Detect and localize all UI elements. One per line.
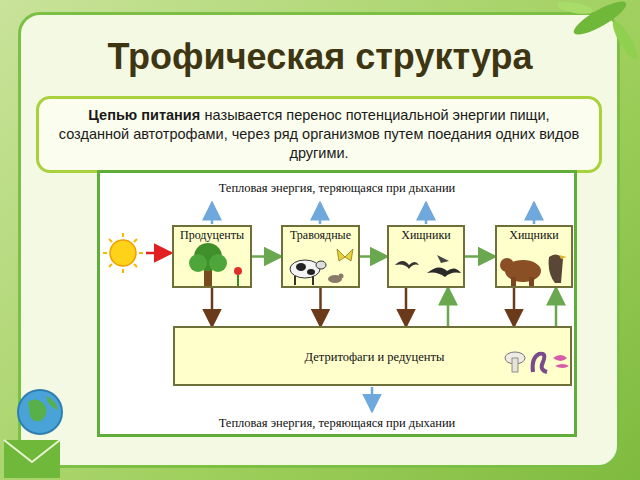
heat-loss-label: Тепловая энергия, теряющаяся при дыхании — [100, 181, 574, 196]
trophic-level-box: Травоядные — [281, 225, 360, 288]
sun — [103, 233, 143, 273]
trophic-level-box: Продуценты — [172, 225, 252, 288]
definition-box: Цепью питанияназывается перенос потенциа… — [36, 96, 602, 173]
level-label: Детритофаги и редуценты — [175, 349, 572, 364]
heat-loss-label: Тепловая энергия, теряющаяся при дыхании — [100, 416, 574, 431]
food-chain-arrow — [447, 288, 450, 326]
decomposer-box: Детритофаги и редуценты — [173, 326, 572, 386]
energy-input-arrow — [146, 252, 171, 255]
food-chain-arrow — [465, 255, 495, 258]
definition-text: Цепью питанияназывается перенос потенциа… — [53, 106, 585, 163]
globe-icon — [4, 390, 62, 478]
slide-title: Трофическая структура — [0, 36, 640, 78]
food-chain-arrow — [513, 288, 516, 326]
leaves — [556, 0, 640, 62]
term: Цепью питания — [88, 107, 200, 123]
trophic-level-box: Хищники — [495, 225, 573, 288]
food-chain-arrow — [252, 255, 281, 258]
level-label: Хищники — [389, 227, 463, 242]
level-label: Продуценты — [174, 227, 250, 242]
food-chain-arrow — [360, 255, 387, 258]
diagram-panel: Тепловая энергия, теряющаяся при дыхании… — [97, 170, 577, 437]
trophic-level-box: Хищники — [387, 225, 465, 288]
food-chain-arrow — [211, 288, 214, 326]
connectors — [100, 173, 574, 434]
food-chain-arrow — [555, 288, 558, 326]
level-label: Травоядные — [283, 227, 358, 242]
energy-arrows — [100, 173, 574, 434]
food-chain-arrow — [405, 288, 408, 326]
level-label: Хищники — [497, 227, 571, 242]
food-chain-arrow — [319, 288, 322, 326]
